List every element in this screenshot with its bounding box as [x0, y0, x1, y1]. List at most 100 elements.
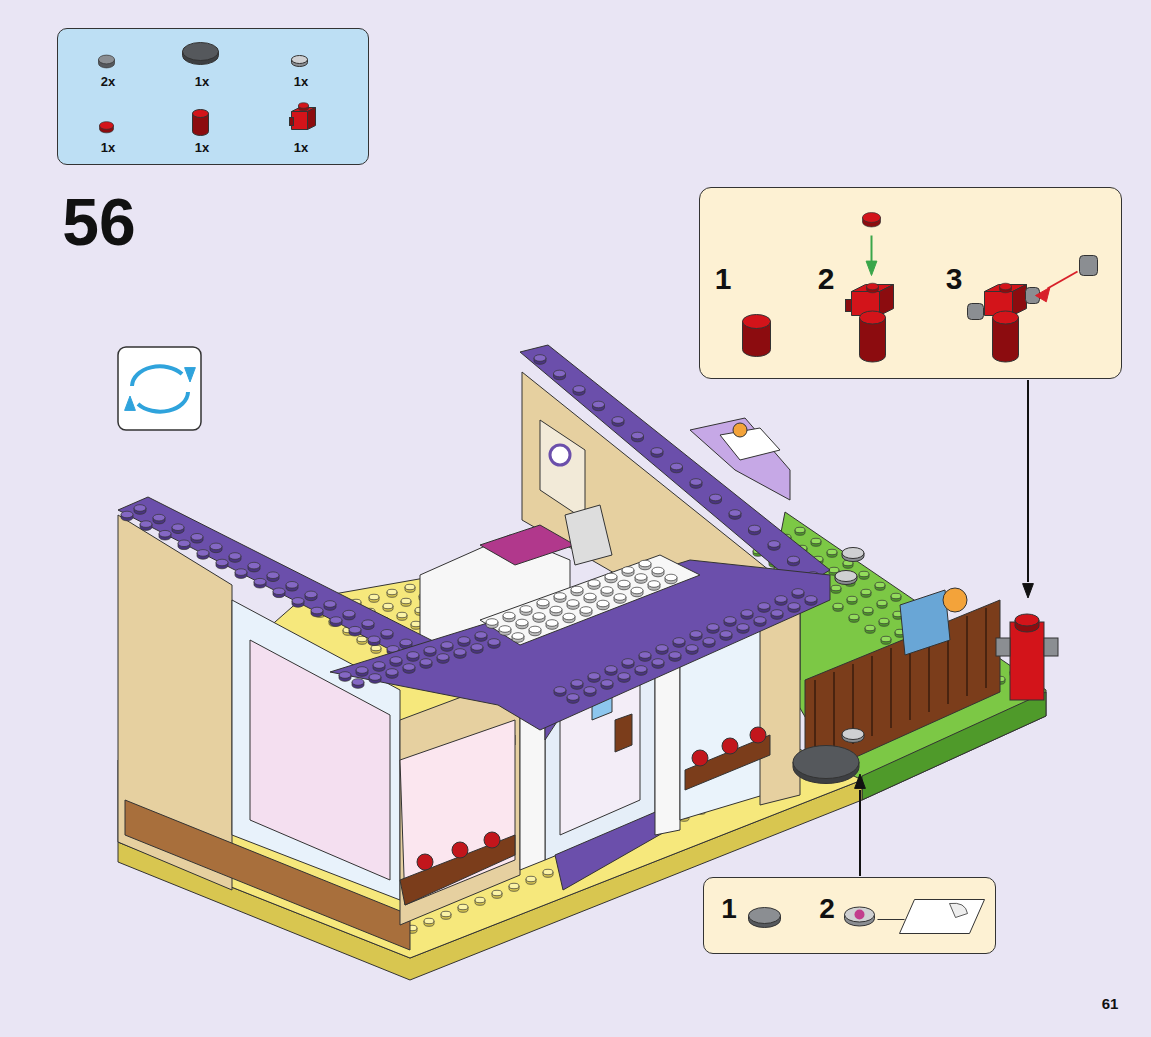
stud-top: [861, 589, 871, 595]
fence-gap: [966, 616, 968, 696]
stud-top: [690, 631, 702, 638]
clock: [550, 445, 570, 465]
sub-assembly-callout: 123: [699, 187, 1122, 379]
callout-number: 3: [946, 264, 963, 294]
flower: [484, 832, 500, 848]
round-tile-top: [793, 746, 859, 779]
stud-top: [554, 687, 566, 694]
part-quantity: 1x: [294, 75, 308, 88]
stud-top: [737, 624, 749, 631]
stud-top: [512, 633, 524, 640]
round-plate-top: [292, 56, 308, 64]
page-number: 61: [1102, 996, 1119, 1011]
stud-top: [373, 662, 385, 669]
stud-top: [811, 538, 821, 544]
stud-top: [612, 417, 624, 424]
stud-top: [710, 494, 722, 501]
stud-top: [724, 617, 736, 624]
stud-top: [605, 666, 617, 673]
stud-top: [891, 593, 901, 599]
stud-top: [499, 626, 511, 633]
stud-top: [400, 639, 412, 646]
stud-top: [635, 574, 647, 581]
stud-top: [267, 572, 279, 579]
stud-top: [859, 571, 869, 577]
stud-top: [703, 638, 715, 645]
stud-top: [671, 463, 683, 470]
hydrant-side: [996, 638, 1010, 656]
sticker-leader: [878, 919, 905, 920]
stud-top: [509, 883, 519, 889]
stud-top: [437, 654, 449, 661]
step-number: 56: [62, 189, 135, 255]
grey-part: [1080, 256, 1098, 276]
flower: [692, 750, 708, 766]
stud-top: [584, 687, 596, 694]
stud-top: [352, 679, 364, 686]
callout-art: [700, 188, 1123, 380]
stud-top: [879, 618, 889, 624]
door-step: [555, 810, 668, 890]
stud-top: [197, 550, 209, 557]
stud-top: [458, 637, 470, 644]
part-quantity: 2x: [101, 75, 115, 88]
stud-top: [471, 644, 483, 651]
stud-top: [618, 673, 630, 680]
callout-number: 2: [819, 895, 835, 923]
dog-bed: [900, 590, 950, 655]
stud-top: [369, 674, 381, 681]
stud-top: [159, 530, 171, 537]
stud-top: [349, 626, 361, 633]
window: [232, 600, 400, 900]
round-brick-top: [860, 311, 886, 324]
stud-top: [100, 122, 114, 130]
round-brick-top: [993, 311, 1019, 324]
stud-top: [178, 540, 190, 547]
stud-top: [369, 594, 379, 600]
stud-top: [403, 664, 415, 671]
callout-parts: [99, 43, 316, 136]
stud-top: [362, 620, 374, 627]
stud-top: [134, 505, 146, 512]
stud-top: [605, 573, 617, 580]
stud-top: [420, 659, 432, 666]
round-brick-top: [193, 110, 209, 118]
stud-top: [488, 639, 500, 646]
stud-top: [330, 617, 342, 624]
part-quantity: 1x: [195, 75, 209, 88]
callout-parts: [743, 213, 1098, 362]
rotate-icon: [118, 347, 201, 430]
stud-top: [875, 582, 885, 588]
parts-list: 2x1x1x1x1x1x: [57, 28, 369, 165]
stud-top: [554, 593, 566, 600]
stud-top: [847, 596, 857, 602]
stud-top: [475, 897, 485, 903]
sign-top: [720, 428, 780, 460]
stud-top: [865, 625, 875, 631]
stud-top: [121, 511, 133, 518]
arrow-head: [1023, 584, 1034, 598]
stud-top: [651, 448, 663, 455]
fence-gap: [890, 648, 892, 728]
sticker-sheet: [900, 900, 985, 934]
stud-top: [593, 401, 605, 408]
stud-top: [635, 666, 647, 673]
stud-top: [273, 588, 285, 595]
stud-top: [849, 614, 859, 620]
callout-number: 2: [818, 264, 835, 294]
stud-top: [601, 680, 613, 687]
stud-top: [554, 370, 566, 377]
stud-top: [529, 626, 541, 633]
flower: [722, 738, 738, 754]
flower: [417, 854, 433, 870]
stud-top: [383, 603, 393, 609]
front-window: [400, 720, 515, 905]
stud-top: [631, 587, 643, 594]
stud-top: [673, 638, 685, 645]
stud-top: [550, 606, 562, 613]
leader-line: [859, 790, 861, 876]
side-stud: [846, 300, 852, 312]
stud-top: [520, 606, 532, 613]
stud-top: [588, 673, 600, 680]
